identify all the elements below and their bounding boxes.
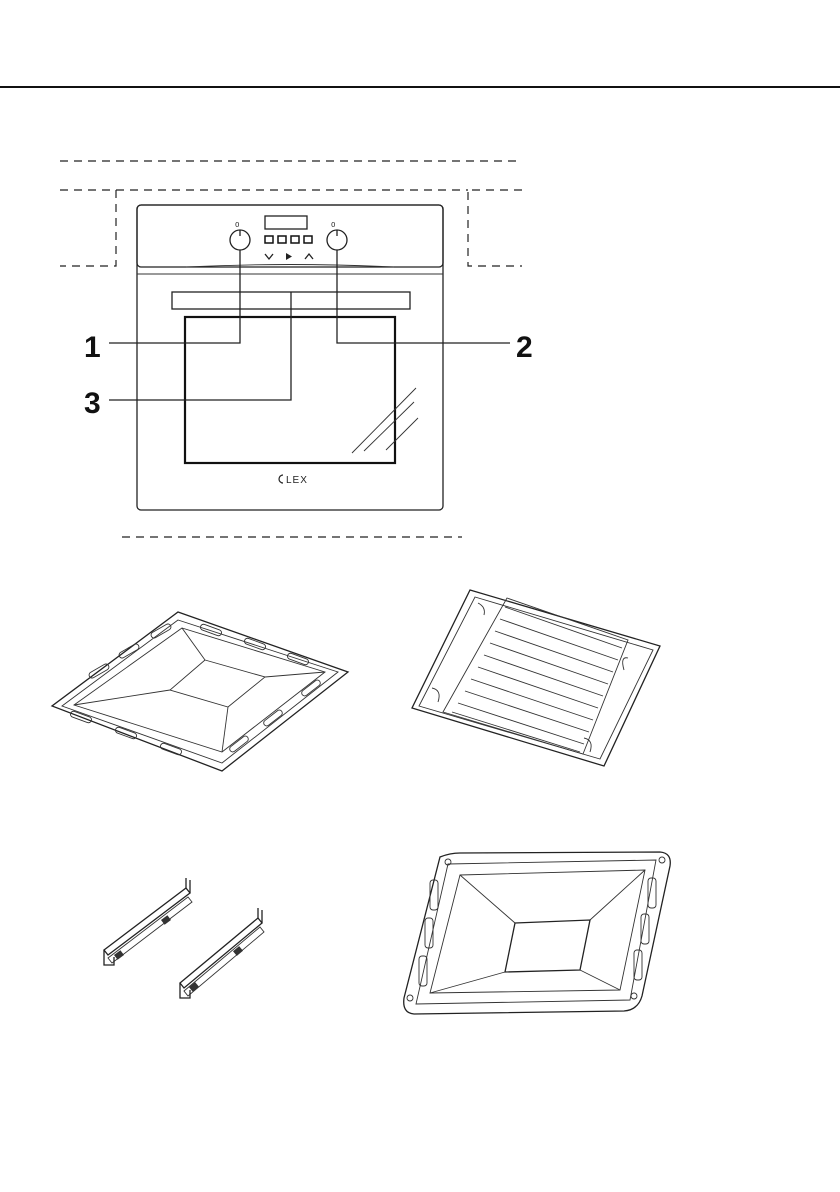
telescopic-runners	[104, 878, 264, 998]
deep-pan	[404, 852, 671, 1014]
temperature-knob: 0	[327, 221, 347, 250]
timer-buttons	[265, 236, 312, 243]
svg-text:0: 0	[235, 221, 239, 229]
callout-3: 3	[84, 387, 101, 420]
callout-lines	[109, 250, 510, 400]
oven-body	[137, 205, 443, 510]
oven: 0 0	[137, 205, 443, 510]
callout-1: 1	[84, 331, 101, 364]
brand-text: LEX	[286, 475, 308, 486]
svg-text:0: 0	[331, 221, 335, 229]
glass-reflection	[352, 388, 418, 453]
control-panel	[137, 205, 443, 267]
callout-2: 2	[516, 331, 533, 364]
oven-installation-diagram: 0 0	[60, 161, 533, 537]
grill-rack	[412, 590, 660, 766]
brand-logo: LEX	[279, 475, 308, 486]
function-knob: 0	[230, 221, 250, 250]
control-symbols	[265, 253, 313, 260]
timer-display	[265, 216, 307, 229]
runner-left	[104, 878, 192, 965]
baking-tray	[52, 612, 348, 771]
runner-right	[180, 908, 264, 998]
